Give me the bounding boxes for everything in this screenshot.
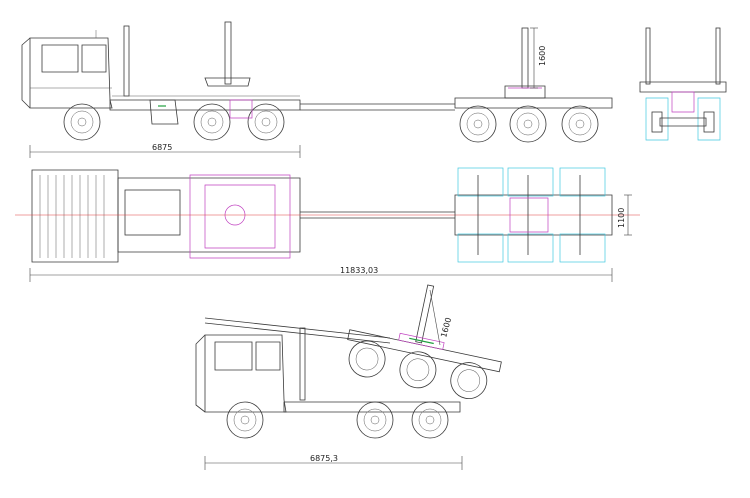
plan-view: 1100 11833,03 bbox=[15, 167, 640, 282]
side-view-loaded: 1600 6875,3 bbox=[195, 284, 502, 470]
pole-height-loaded-label: 1600 bbox=[439, 317, 453, 339]
loaded-truck-wheels bbox=[226, 401, 449, 439]
front-wheel bbox=[63, 103, 101, 141]
pole-height-top-label: 1600 bbox=[538, 46, 547, 66]
trailer-wheels bbox=[459, 105, 599, 143]
overall-length-label: 11833,03 bbox=[340, 266, 378, 275]
side-view-unloaded: 1600 6875 bbox=[21, 21, 613, 158]
trailer-axles-plan bbox=[457, 167, 606, 263]
drive-wheels bbox=[193, 103, 285, 141]
truck-length-bottom-label: 6875,3 bbox=[310, 454, 338, 463]
rear-view bbox=[639, 27, 727, 141]
trailer-width-label: 1100 bbox=[617, 208, 626, 228]
truck-length-top-label: 6875 bbox=[152, 143, 172, 152]
loaded-trailer bbox=[347, 284, 502, 399]
